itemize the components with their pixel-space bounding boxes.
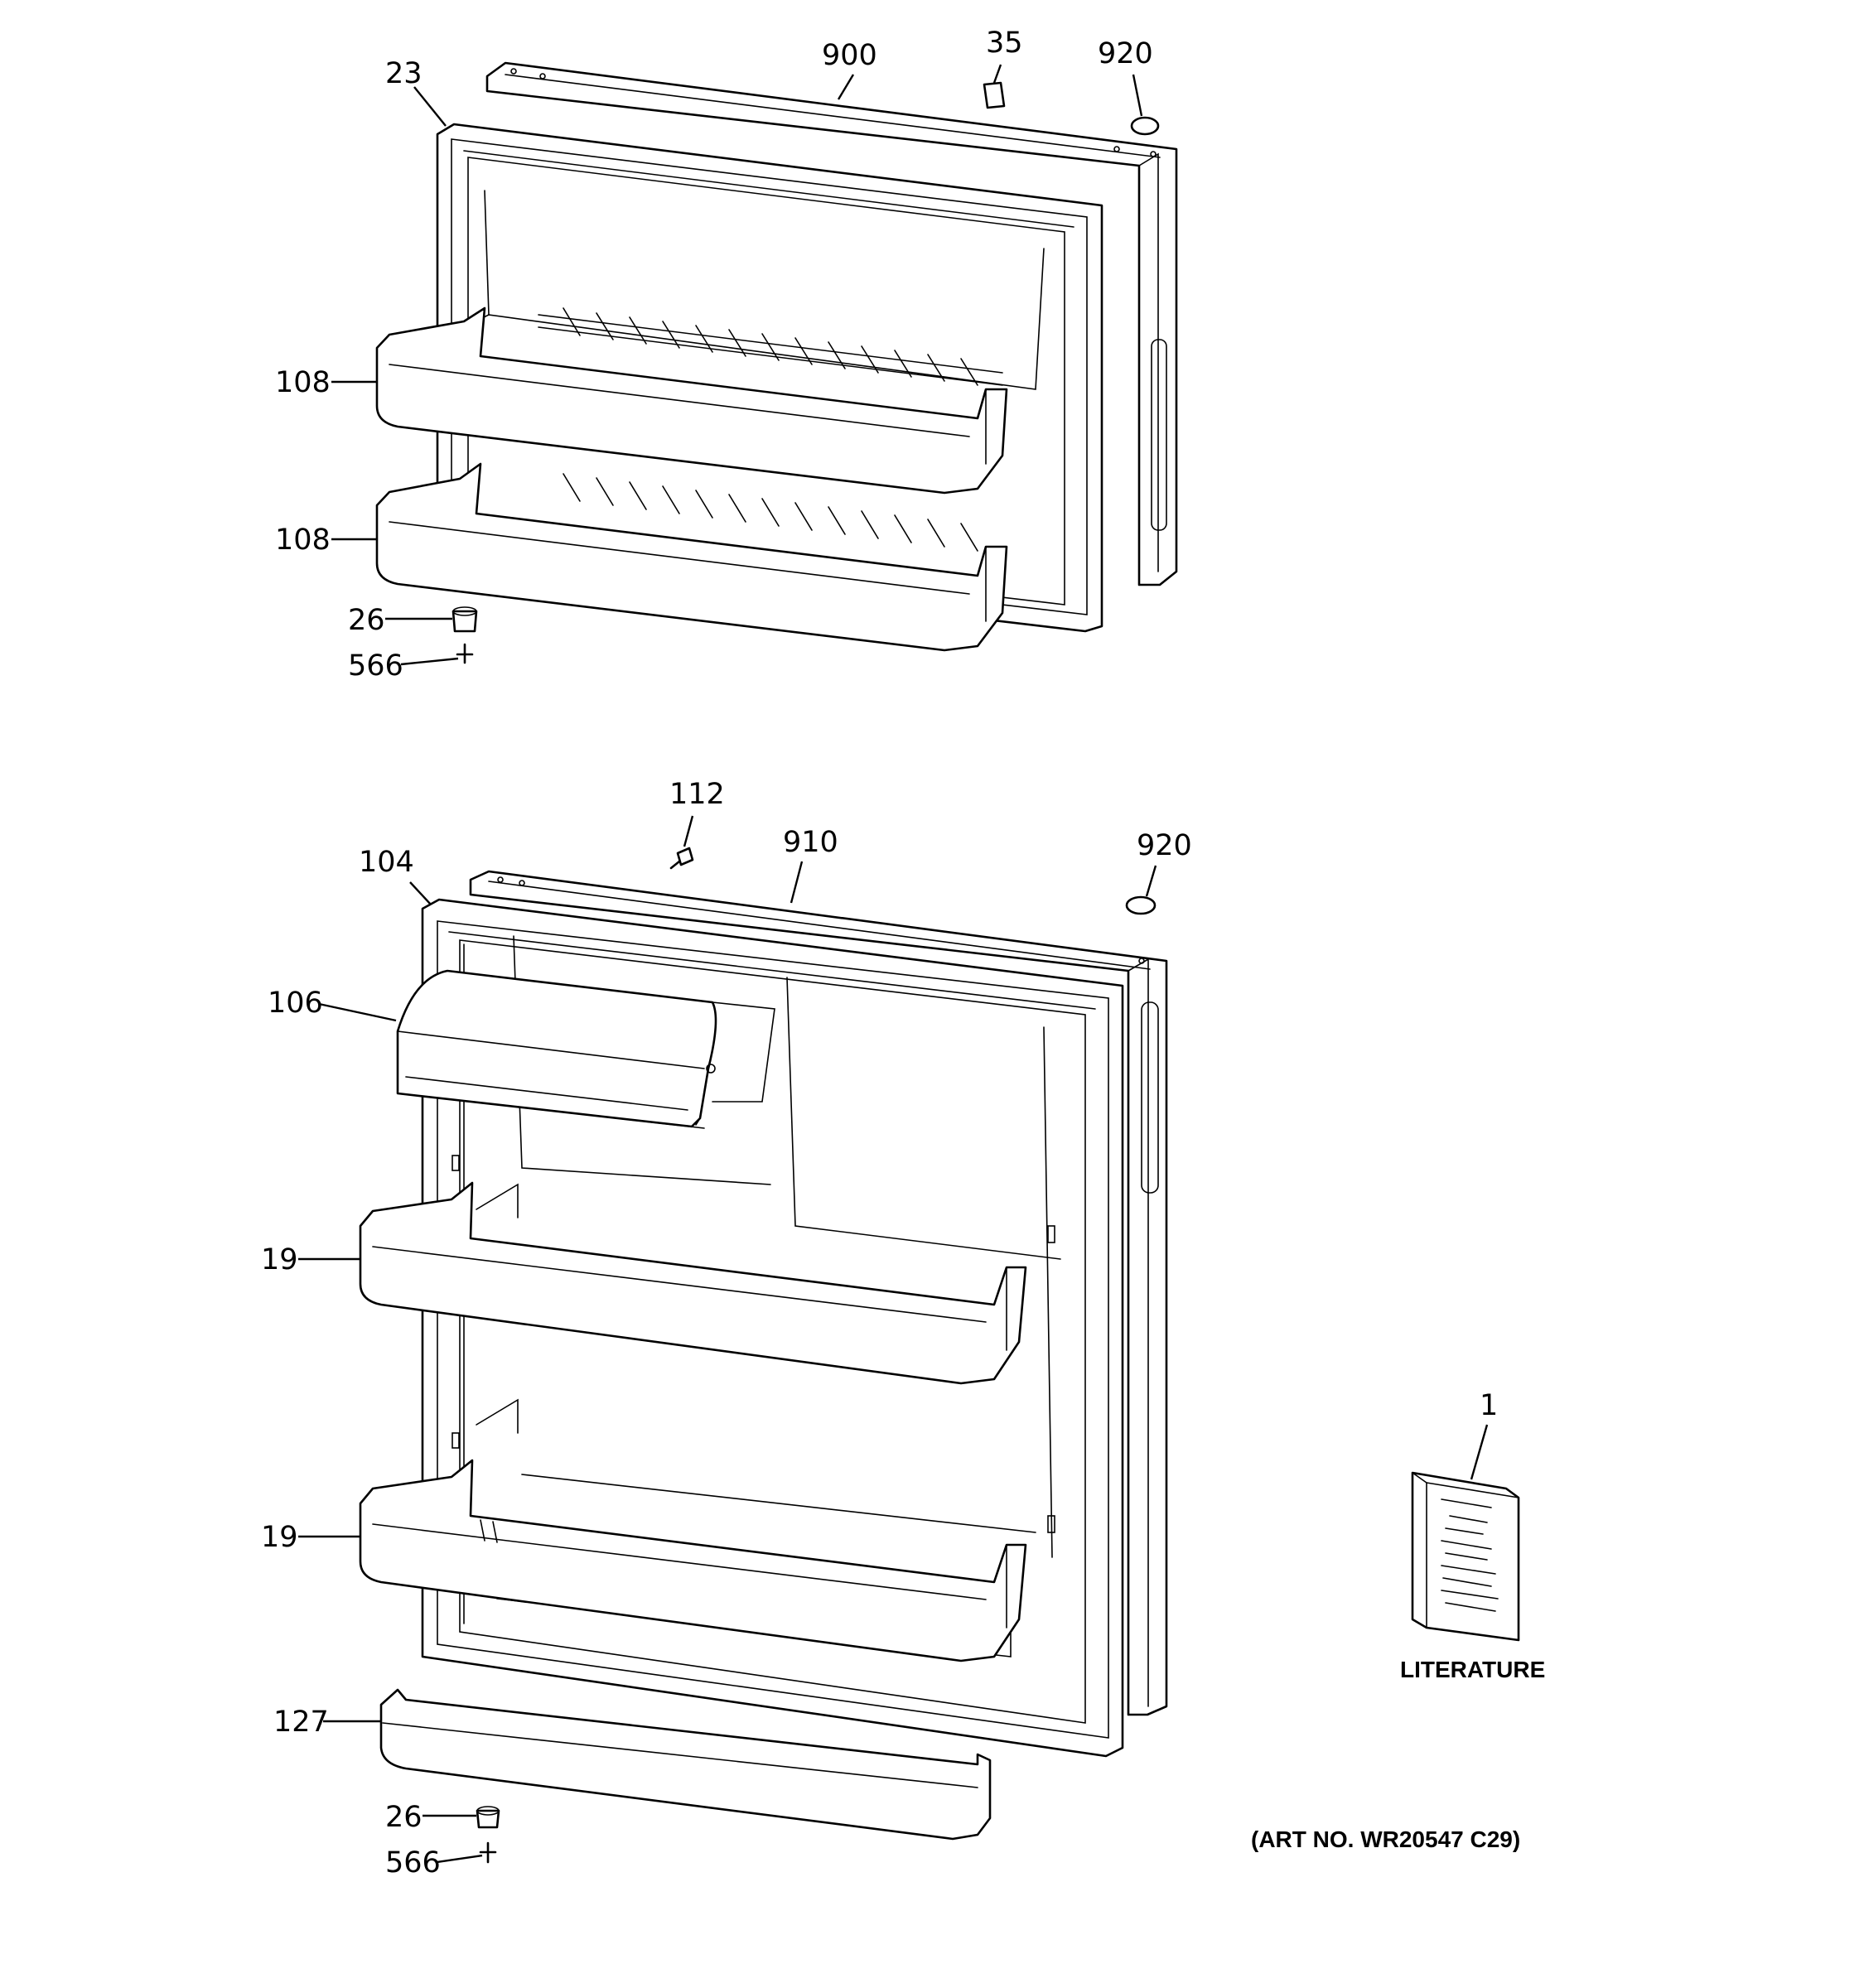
label-part-910: 910	[783, 826, 838, 859]
label-part-900: 900	[822, 39, 877, 72]
art-number: (ART NO. WR20547 C29)	[1251, 1826, 1520, 1852]
label-part-35: 35	[986, 27, 1023, 60]
label-part-19-upper: 19	[261, 1243, 298, 1276]
label-part-127: 127	[273, 1706, 329, 1739]
part-566-screw-lower	[479, 1841, 497, 1864]
label-part-566-lower: 566	[385, 1846, 441, 1879]
freezer-shelf-upper	[375, 306, 1008, 495]
literature-booklet	[1411, 1471, 1520, 1642]
label-part-106: 106	[268, 987, 323, 1020]
label-part-26-upper: 26	[348, 604, 385, 637]
door-trim-bottom	[379, 1688, 992, 1841]
part-35-stop	[983, 81, 1006, 109]
freezer-door-panel	[485, 61, 1178, 586]
label-part-19-lower: 19	[261, 1521, 298, 1554]
label-part-26-lower: 26	[385, 1801, 423, 1834]
fresh-food-door-panel	[469, 870, 1168, 1716]
door-bin-upper	[359, 1181, 1027, 1385]
label-part-104: 104	[359, 846, 414, 879]
label-part-112: 112	[669, 778, 725, 811]
part-566-screw-upper	[456, 643, 474, 664]
label-part-566-upper: 566	[348, 649, 403, 683]
fresh-food-door-assembly	[359, 847, 1168, 1864]
label-part-920-lower: 920	[1137, 829, 1192, 862]
label-part-23: 23	[385, 57, 423, 90]
label-part-108-lower: 108	[275, 524, 331, 557]
label-part-1: 1	[1480, 1389, 1498, 1422]
leader-lines	[298, 64, 1489, 1864]
part-920-plug-lower	[1125, 895, 1157, 915]
door-bin-lower	[359, 1459, 1027, 1662]
label-part-920-upper: 920	[1098, 37, 1153, 70]
dairy-compartment	[396, 969, 775, 1129]
freezer-shelf-lower	[375, 462, 1008, 652]
literature-caption: LITERATURE	[1400, 1657, 1545, 1682]
part-26-cap-upper	[452, 610, 478, 633]
part-920-plug-upper	[1130, 116, 1160, 136]
label-part-108-upper: 108	[275, 366, 331, 399]
freezer-door-assembly	[375, 61, 1178, 664]
